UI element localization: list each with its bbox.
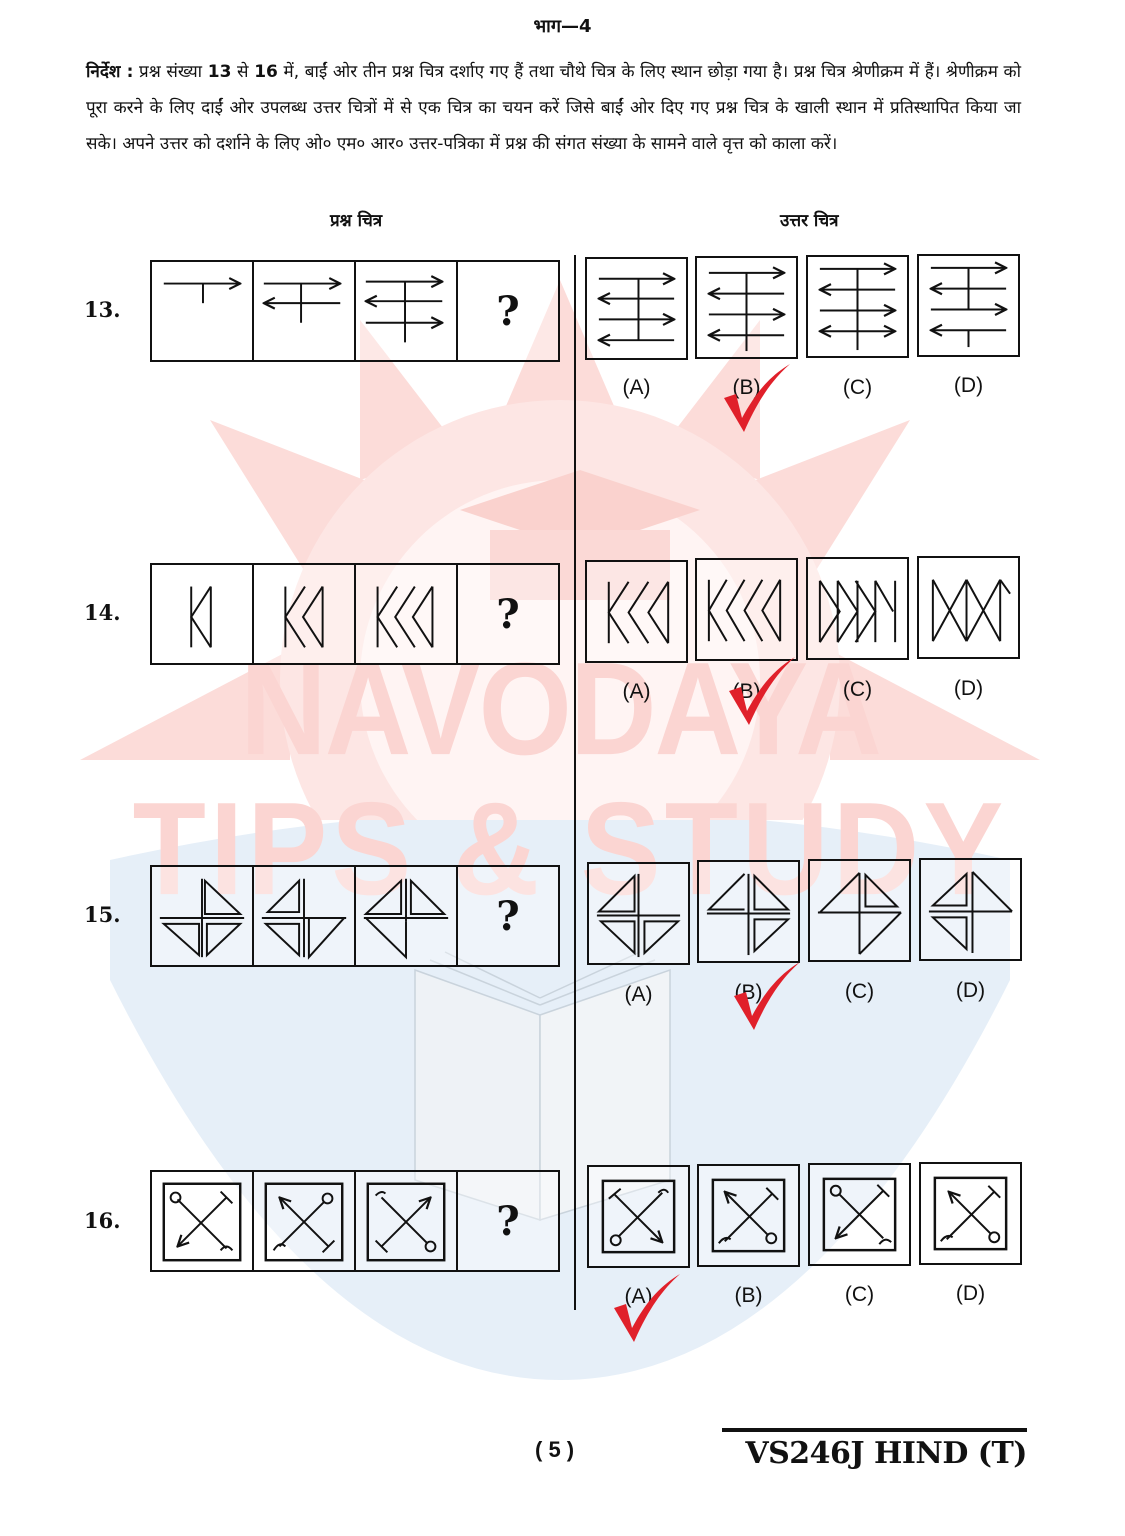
q16-label-c: (C) (844, 1283, 875, 1306)
instructions-text: में, बाईं ओर तीन प्रश्न चित्र दर्शाए गए … (86, 62, 1021, 154)
question-number-14: 14. (84, 600, 121, 625)
instructions-label: निर्देश : (86, 62, 134, 82)
q15-label-a: (A) (624, 983, 653, 1006)
q16-option-c[interactable] (808, 1163, 911, 1266)
question-13-figures: ? (150, 260, 560, 362)
missing-figure: ? (458, 565, 558, 663)
page-number: ( 5 ) (535, 1437, 575, 1462)
check-mark-icon (614, 1274, 680, 1342)
q16-label-a: (A) (624, 1285, 653, 1308)
q13-label-c: (C) (842, 376, 873, 399)
q14-option-c[interactable] (806, 557, 909, 660)
q15-option-b[interactable] (697, 860, 800, 963)
question-figure (152, 867, 254, 965)
q13-option-d[interactable] (917, 254, 1020, 357)
column-divider (574, 255, 576, 1310)
question-15-figures: ? (150, 865, 560, 967)
missing-figure: ? (458, 867, 558, 965)
q14-label-d: (D) (953, 677, 984, 700)
q16-label-d: (D) (955, 1282, 986, 1305)
q16-label-b: (B) (734, 1284, 763, 1307)
q14-option-d[interactable] (917, 556, 1020, 659)
q13-label-a: (A) (622, 376, 651, 399)
question-figures-heading: प्रश्न चित्र (330, 211, 383, 231)
question-number-15: 15. (84, 902, 121, 927)
question-16-figures: ? (150, 1170, 560, 1272)
q13-label-b: (B) (732, 376, 761, 399)
question-figure (254, 867, 356, 965)
missing-figure: ? (458, 1172, 558, 1270)
q15-label-d: (D) (955, 979, 986, 1002)
question-mark: ? (496, 288, 520, 335)
question-14-figures: ? (150, 563, 560, 665)
question-figure (254, 262, 356, 360)
question-figure (356, 262, 458, 360)
answer-figures-heading: उत्तर चित्र (780, 211, 839, 231)
q15-option-c[interactable] (808, 859, 911, 962)
check-mark-icon (729, 657, 795, 725)
question-figure (254, 1172, 356, 1270)
instructions-paragraph: निर्देश : प्रश्न संख्या 13 से 16 में, बा… (86, 54, 1021, 162)
q13-option-b[interactable] (695, 256, 798, 359)
q14-label-a: (A) (622, 680, 651, 703)
paper-code: VS246J HIND (T) (722, 1428, 1028, 1471)
q15-label-c: (C) (844, 980, 875, 1003)
question-range-to: 16 (254, 62, 278, 82)
q16-option-a[interactable] (587, 1165, 690, 1268)
q14-option-a[interactable] (585, 560, 688, 663)
q15-option-d[interactable] (919, 858, 1022, 961)
question-mark: ? (496, 591, 520, 638)
question-figure (356, 867, 458, 965)
q13-option-c[interactable] (806, 255, 909, 358)
q14-option-b[interactable] (695, 558, 798, 661)
part-heading: भाग—4 (533, 16, 592, 37)
q15-option-a[interactable] (587, 862, 690, 965)
q13-label-d: (D) (953, 374, 984, 397)
check-mark-icon (734, 962, 800, 1030)
instructions-text: प्रश्न संख्या (133, 62, 208, 82)
q16-option-b[interactable] (697, 1164, 800, 1267)
question-range-from: 13 (207, 62, 232, 82)
question-figure (152, 262, 254, 360)
question-number-16: 16. (84, 1208, 121, 1233)
question-number-13: 13. (84, 297, 121, 322)
question-figure (152, 1172, 254, 1270)
question-figure (254, 565, 356, 663)
question-mark: ? (496, 1198, 520, 1245)
q14-label-c: (C) (842, 678, 873, 701)
question-figure (356, 565, 458, 663)
q13-option-a[interactable] (585, 257, 688, 360)
check-mark-icon (724, 364, 790, 432)
missing-figure: ? (458, 262, 558, 360)
question-figure (356, 1172, 458, 1270)
q16-option-d[interactable] (919, 1162, 1022, 1265)
question-figure (152, 565, 254, 663)
question-mark: ? (496, 893, 520, 940)
instructions-text: से (231, 62, 255, 82)
